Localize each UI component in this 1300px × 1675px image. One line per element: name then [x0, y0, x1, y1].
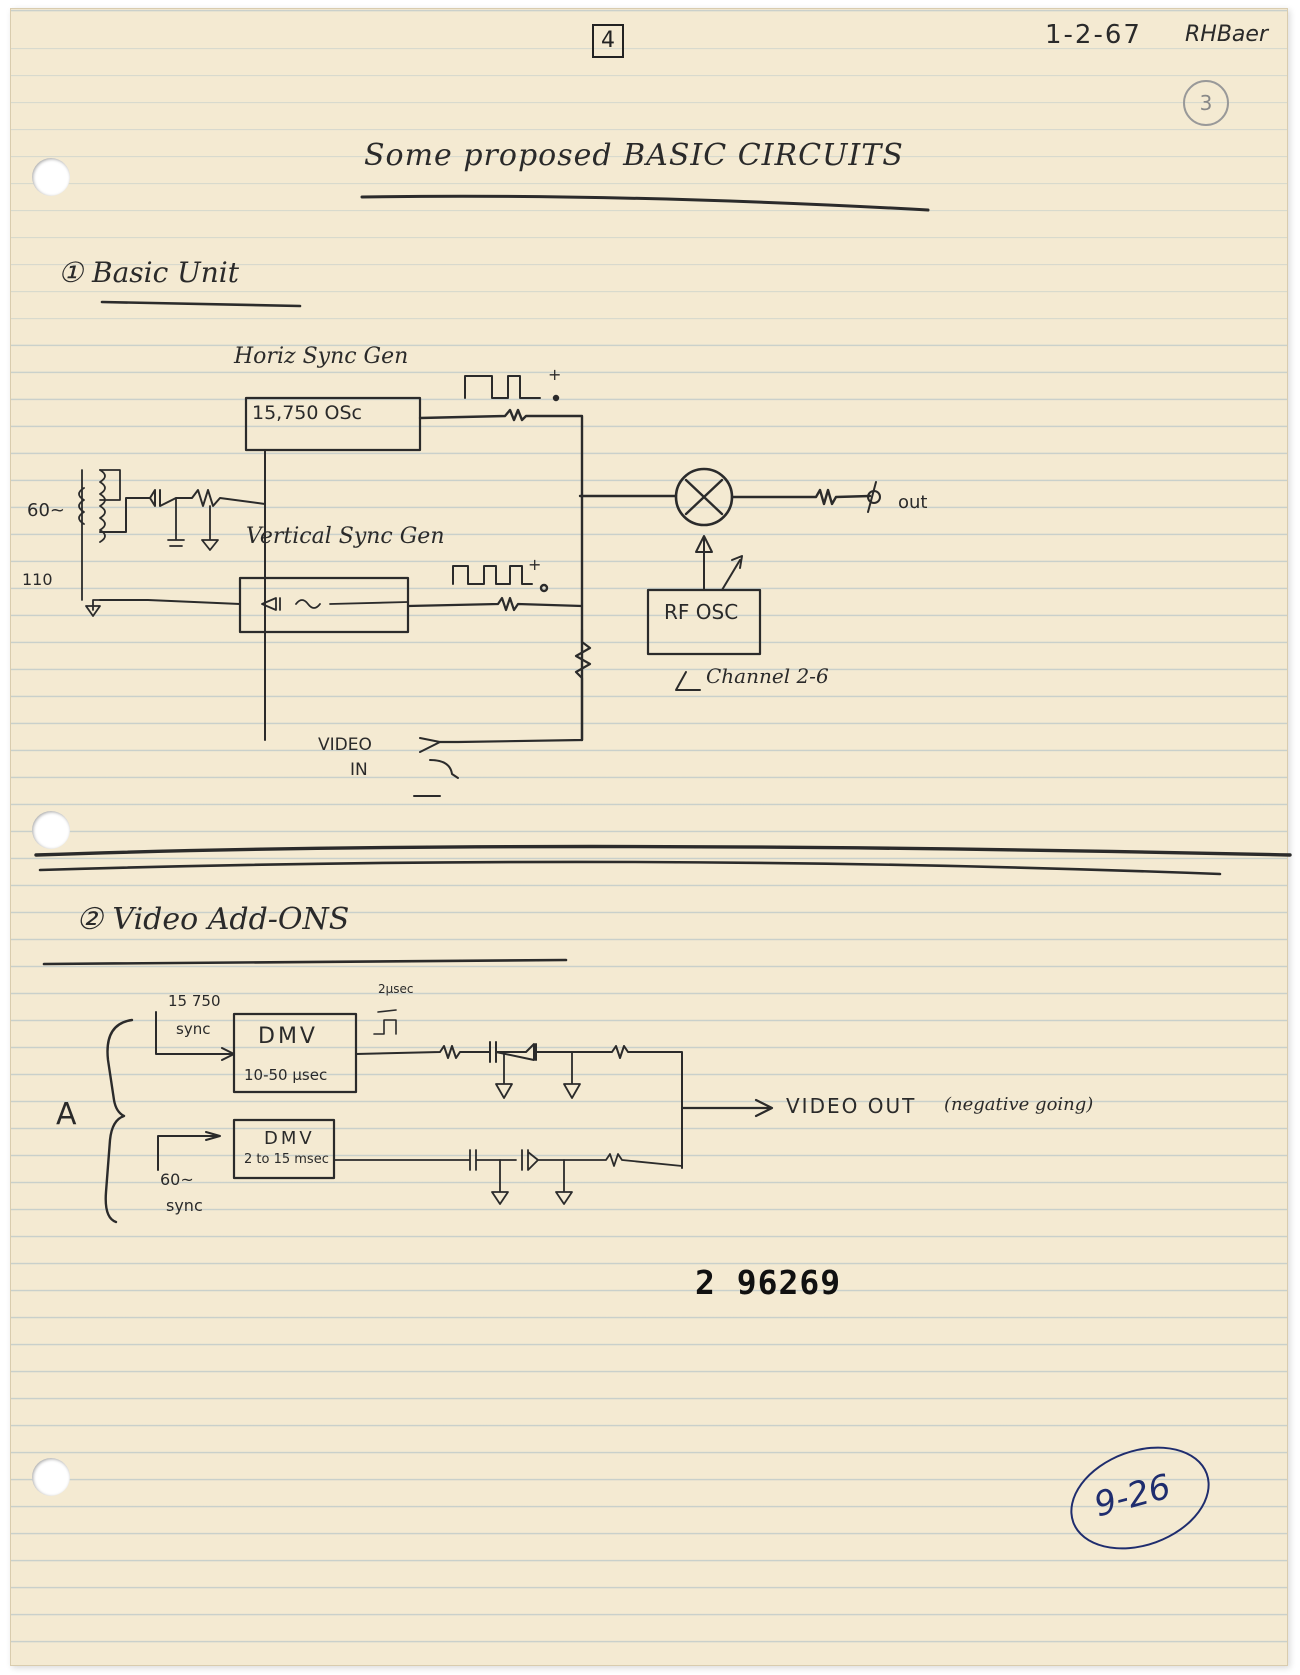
sync-15750-label-line1: 15 750: [168, 992, 221, 1010]
dmv-top-box: [232, 1012, 358, 1094]
section1-heading: ① Basic Unit: [58, 256, 240, 289]
dmv-bottom-box: [232, 1118, 336, 1180]
output-terminal-icon: [867, 481, 881, 513]
sync-60-label-line1: 60~: [160, 1170, 194, 1189]
osc-box: [244, 396, 422, 452]
video-out-arrow-icon: [680, 1098, 774, 1118]
mixer-cross-icon: [684, 478, 724, 516]
video-in-arrow-icon: [413, 737, 459, 797]
dmv-bottom-timing: 2 to 15 msec: [244, 1152, 329, 1167]
video-in-label-line2: IN: [350, 760, 368, 780]
video-out-label: VIDEO OUT: [786, 1094, 917, 1118]
sync-15750-label-line2: sync: [176, 1020, 211, 1038]
author-signature: RHBaer: [1185, 22, 1268, 47]
binder-hole-middle: [32, 811, 70, 849]
input-60-label: 60~: [27, 500, 65, 521]
dmv-top-timing: 10-50 μsec: [244, 1066, 328, 1084]
horiz-pulse-train-icon: [464, 375, 541, 399]
dmv-top-label: DMV: [258, 1024, 318, 1049]
sync-60-label-line2: sync: [166, 1196, 203, 1215]
rf-osc-box: [646, 588, 762, 656]
bracket-brace-icon: [104, 1018, 134, 1224]
input-110-label: 110: [22, 570, 53, 589]
pulse-width-label: 2μsec: [378, 982, 414, 996]
document-date: 1-2-67: [1045, 20, 1142, 50]
out-label: out: [898, 492, 928, 513]
section2-underline: [42, 958, 568, 966]
notebook-page: [10, 8, 1288, 1666]
svg-text:+: +: [548, 365, 561, 384]
vertical-pulse-train-icon: [452, 565, 533, 585]
title-underline: [360, 194, 930, 212]
horiz-sync-gen-label: Horiz Sync Gen: [234, 344, 409, 369]
osc-box-label: 15,750 OSc: [252, 402, 362, 424]
archive-stamp-number: 2 96269: [695, 1263, 842, 1302]
section2-heading: ② Video Add-ONS: [76, 902, 350, 937]
binder-hole-bottom: [32, 1458, 70, 1496]
section-divider: [34, 844, 1292, 857]
page-number-box: 4: [592, 24, 624, 58]
section1-underline: [100, 300, 302, 308]
page-title: Some proposed BASIC CIRCUITS: [364, 138, 904, 173]
vertical-sync-gen-label: Vertical Sync Gen: [246, 524, 445, 549]
transformer-icon: [78, 469, 106, 601]
circled-number: 3: [1183, 80, 1229, 126]
video-out-note: (negative going): [944, 1094, 1094, 1115]
svg-text:+: +: [528, 555, 541, 574]
dmv-bottom-label: DMV: [264, 1128, 315, 1149]
channel-label: Channel 2-6: [706, 664, 829, 688]
binder-hole-top: [32, 158, 70, 196]
bracket-label: A: [56, 1097, 77, 1132]
video-in-label-line1: VIDEO: [318, 735, 372, 755]
rf-osc-label: RF OSC: [664, 600, 739, 624]
